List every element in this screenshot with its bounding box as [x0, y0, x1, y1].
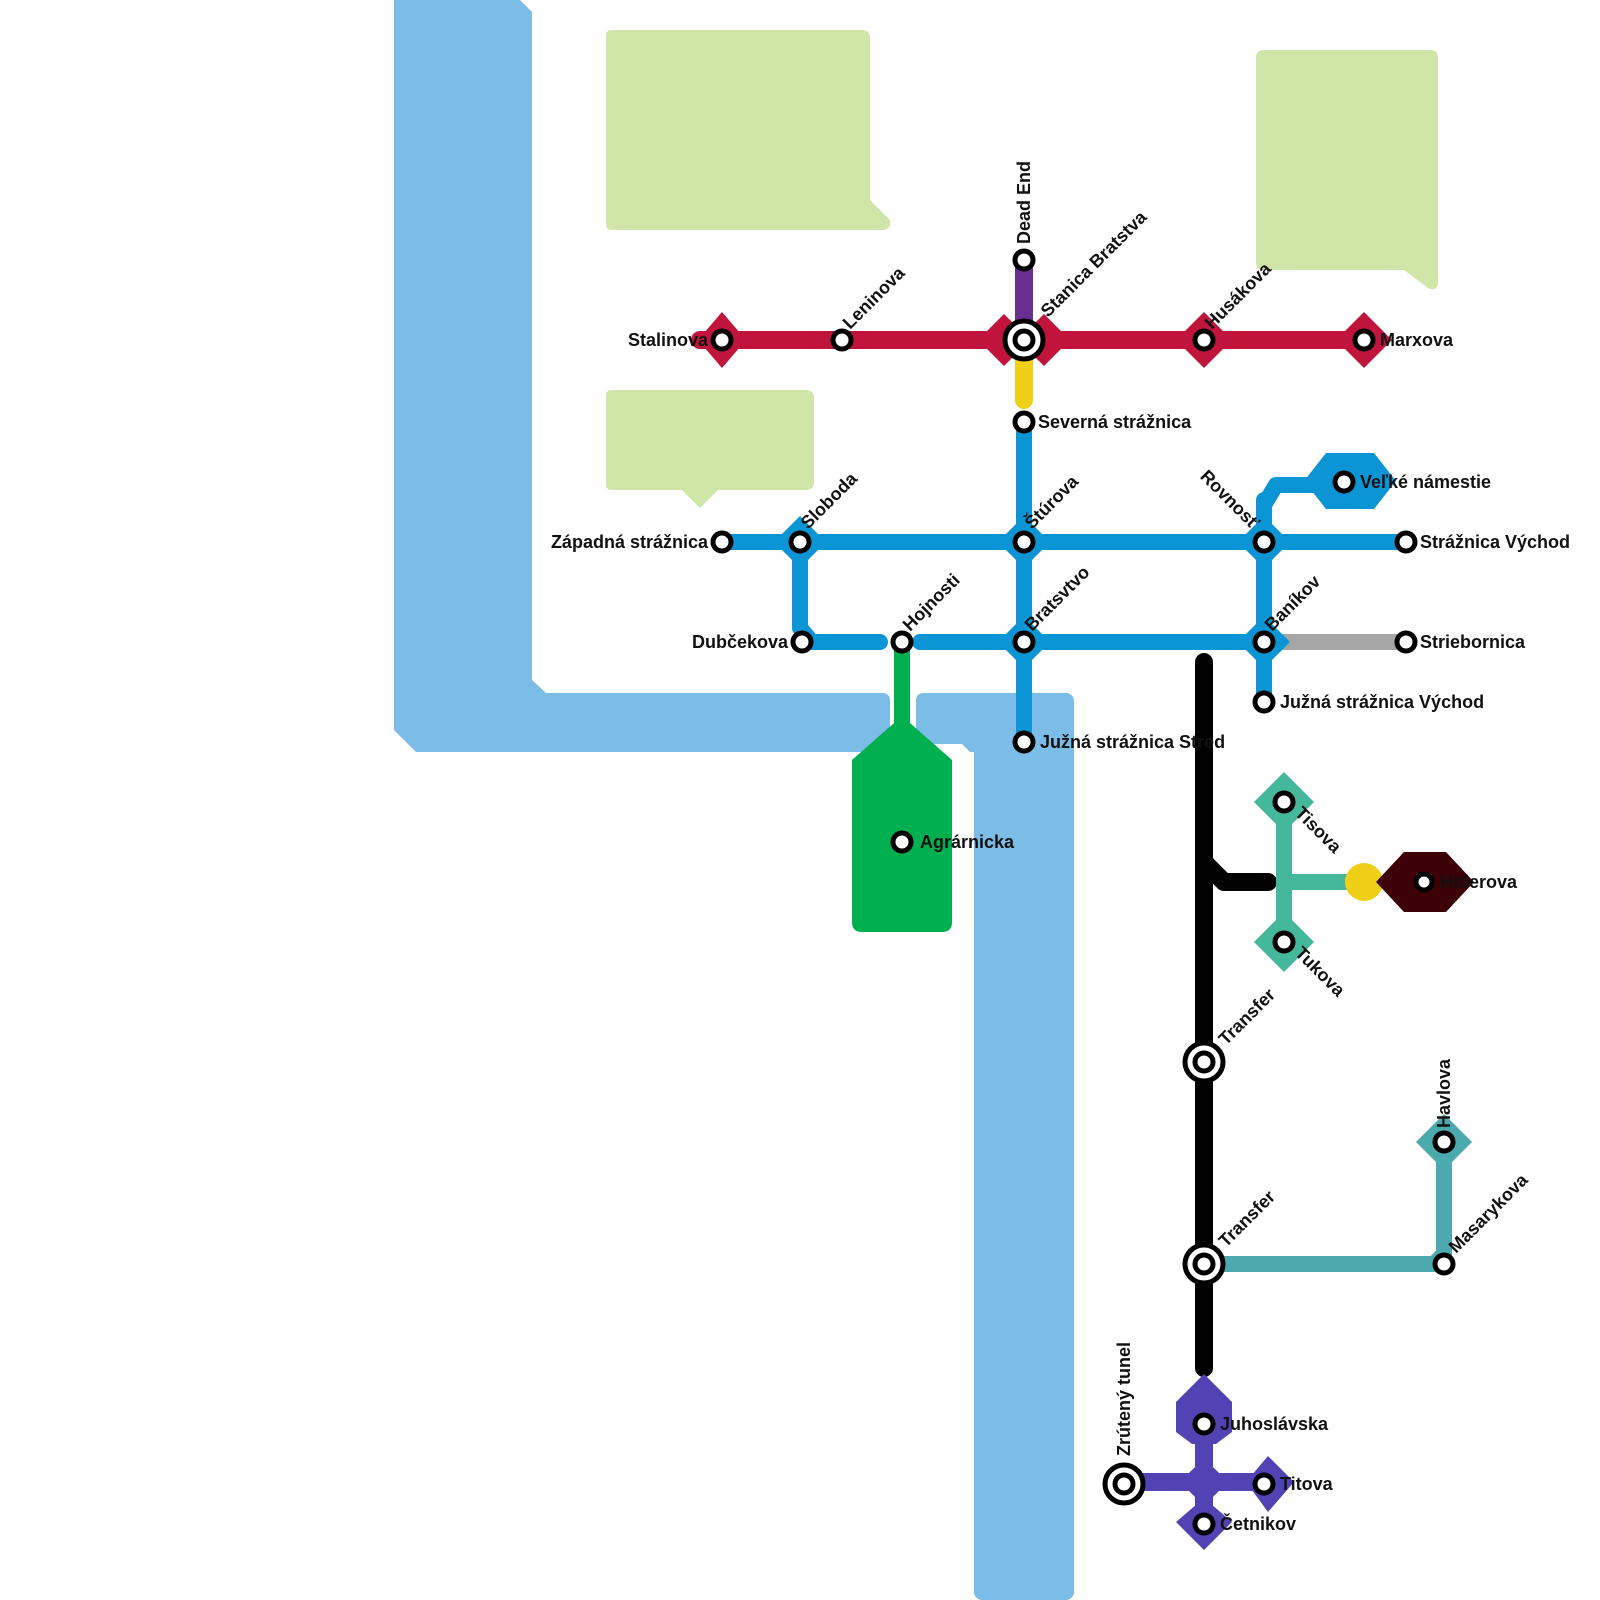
station-banikov-marker[interactable]	[1252, 630, 1276, 654]
station-bratsvtvo-marker[interactable]	[1012, 630, 1036, 654]
station-marxova-marker[interactable]	[1352, 328, 1376, 352]
station-stanica-bratstva-marker[interactable]	[1002, 318, 1046, 362]
station-transfer-1-marker[interactable]	[1182, 1040, 1226, 1084]
label-hitlerova: Hitlerova	[1440, 872, 1518, 892]
station-cetnikov-marker[interactable]	[1192, 1512, 1216, 1536]
river-south	[974, 693, 1074, 1600]
station-zruteny-tunel-marker[interactable]	[1102, 1462, 1146, 1506]
station-velke-namestie-marker[interactable]	[1332, 470, 1356, 494]
station-havlova-marker[interactable]	[1432, 1130, 1456, 1154]
label-marxova: Marxova	[1380, 330, 1454, 350]
label-zapadna-straznica: Západná strážnica	[551, 532, 709, 552]
park-north-west	[606, 30, 891, 230]
station-leninova-marker[interactable]	[830, 328, 854, 352]
label-cetnikov: Četnikov	[1220, 1513, 1296, 1534]
label-agrarnicka: Agrárnicka	[920, 832, 1015, 852]
label-severna-straznica: Severná strážnica	[1038, 412, 1192, 432]
label-dubcekova: Dubčekova	[692, 632, 789, 652]
label-juzna-straznica-vychod: Južná strážnica Východ	[1280, 692, 1484, 712]
station-juhoslavska-marker[interactable]	[1192, 1412, 1216, 1436]
node-indigo-hub	[1180, 1458, 1228, 1506]
label-velke-namestie: Veľké námestie	[1360, 472, 1491, 492]
station-agrarnicka-marker[interactable]	[890, 830, 914, 854]
label-juhoslavska: Juhoslávska	[1220, 1414, 1329, 1434]
station-sloboda-marker[interactable]	[788, 530, 812, 554]
label-striebornica: Striebornica	[1420, 632, 1526, 652]
label-titova: Titova	[1280, 1474, 1334, 1494]
station-juzna-straznica-stred-marker[interactable]	[1012, 730, 1036, 754]
station-dead-end-marker[interactable]	[1012, 248, 1036, 272]
station-straznica-vychod-marker[interactable]	[1394, 530, 1418, 554]
label-straznica-vychod: Strážnica Východ	[1420, 532, 1570, 552]
station-husakova-marker[interactable]	[1192, 328, 1216, 352]
station-markers	[710, 248, 1456, 1536]
station-striebornica-marker[interactable]	[1394, 630, 1418, 654]
station-severna-straznica-marker[interactable]	[1012, 410, 1036, 434]
river-west	[394, 0, 890, 752]
label-juzna-straznica-stred: Južná strážnica Stred	[1040, 732, 1225, 752]
station-dubcekova-marker[interactable]	[790, 630, 814, 654]
station-tukova-marker[interactable]	[1272, 930, 1296, 954]
node-mint-yellow	[1345, 863, 1383, 901]
station-hojnosti-marker[interactable]	[890, 630, 914, 654]
line-black-spur	[1195, 853, 1277, 891]
park-west	[606, 390, 814, 508]
river	[394, 0, 1074, 1600]
station-tisova-marker[interactable]	[1272, 790, 1296, 814]
parks	[606, 30, 1438, 508]
node-juhoslavska	[1176, 1374, 1232, 1444]
station-rovnost-marker[interactable]	[1252, 530, 1276, 554]
station-zapadna-straznica-marker[interactable]	[710, 530, 734, 554]
label-dead-end: Dead End	[1014, 161, 1034, 244]
station-transfer-2-marker[interactable]	[1182, 1242, 1226, 1286]
green-line-terminal	[852, 716, 952, 932]
label-zruteny-tunel: Zrútený tunel	[1114, 1342, 1134, 1456]
station-stalinova-marker[interactable]	[710, 328, 734, 352]
station-sturova-marker[interactable]	[1012, 530, 1036, 554]
station-juzna-straznica-vychod-marker[interactable]	[1252, 690, 1276, 714]
label-havlova: Havlova	[1434, 1058, 1454, 1128]
park-north-east	[1256, 50, 1438, 290]
station-titova-marker[interactable]	[1252, 1472, 1276, 1496]
station-masarykova-marker[interactable]	[1432, 1252, 1456, 1276]
label-stalinova: Stalinova	[628, 330, 709, 350]
station-hitlerova-marker[interactable]	[1413, 871, 1435, 893]
